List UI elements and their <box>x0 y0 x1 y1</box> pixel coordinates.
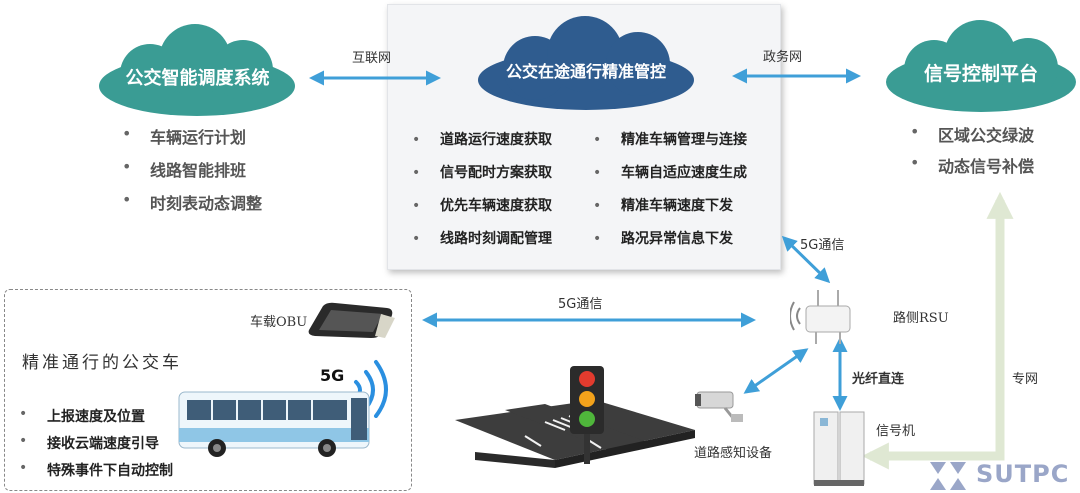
fiveg-top-label: 5G通信 <box>800 238 845 253</box>
center-list-left: 道路运行速度获取 信号配时方案获取 优先车辆速度获取 线路时刻调配管理 <box>412 130 552 262</box>
bus-icon <box>178 391 370 457</box>
list-item: 线路智能排班 <box>122 157 262 190</box>
signal-machine-label: 信号机 <box>876 424 916 439</box>
bus-panel-list: 上报速度及位置 接收云端速度引导 特殊事件下自动控制 <box>19 406 173 487</box>
obu-label: 车载OBU <box>250 315 308 330</box>
center-system-title: 公交在途通行精准管控 <box>505 62 666 81</box>
internet-label: 互联网 <box>352 51 392 66</box>
cloud-right <box>886 20 1076 112</box>
left-system-list: 车辆运行计划 线路智能排班 时刻表动态调整 <box>122 124 262 223</box>
rsu-sensor-arrow <box>743 348 809 394</box>
bus-panel-title: 精准通行的公交车 <box>22 353 182 373</box>
list-item: 道路运行速度获取 <box>412 130 552 163</box>
list-item: 路况异常信息下发 <box>593 229 747 262</box>
list-item: 信号配时方案获取 <box>412 163 552 196</box>
list-item: 车辆自适应速度生成 <box>593 163 747 196</box>
list-item: 优先车辆速度获取 <box>412 196 552 229</box>
left-system-title: 公交智能调度系统 <box>125 68 270 89</box>
list-item: 线路时刻调配管理 <box>412 229 552 262</box>
watermark-text: SUTPC <box>976 460 1070 488</box>
right-system-list: 区域公交绿波 动态信号补偿 <box>910 122 1034 184</box>
sensor-label: 道路感知设备 <box>694 446 773 461</box>
fiber-label: 光纤直连 <box>852 372 905 387</box>
dedicated-network-arrow <box>861 191 1014 470</box>
bus-panel-frame <box>4 289 412 491</box>
traffic-light-icon <box>570 366 604 464</box>
list-item: 动态信号补偿 <box>910 153 1034 184</box>
list-item: 车辆运行计划 <box>122 124 262 157</box>
rsu-label: 路侧RSU <box>893 311 949 326</box>
list-item: 特殊事件下自动控制 <box>19 460 173 487</box>
obu-device-icon <box>308 302 395 338</box>
list-item: 精准车辆管理与连接 <box>593 130 747 163</box>
cloud-left <box>99 24 295 116</box>
list-item: 上报速度及位置 <box>19 406 173 433</box>
road-sensor-icon <box>695 391 743 422</box>
fiveg-panel-rsu-arrow <box>781 235 831 284</box>
list-item: 时刻表动态调整 <box>122 190 262 223</box>
cloud-center <box>478 16 694 110</box>
dedicated-network-label: 专网 <box>1012 372 1039 387</box>
list-item: 区域公交绿波 <box>910 122 1034 153</box>
right-system-title: 信号控制平台 <box>923 63 1038 85</box>
signal-machine-icon <box>813 411 865 486</box>
gov-network-label: 政务网 <box>763 50 803 65</box>
rsu-device-icon <box>790 290 851 344</box>
list-item: 精准车辆速度下发 <box>593 196 747 229</box>
center-list-right: 精准车辆管理与连接 车辆自适应速度生成 精准车辆速度下发 路况异常信息下发 <box>593 130 747 262</box>
fiveg-mid-label: 5G通信 <box>558 297 603 312</box>
fiveg-badge: 5G <box>320 366 345 385</box>
list-item: 接收云端速度引导 <box>19 433 173 460</box>
sutpc-logo-icon <box>930 462 966 490</box>
